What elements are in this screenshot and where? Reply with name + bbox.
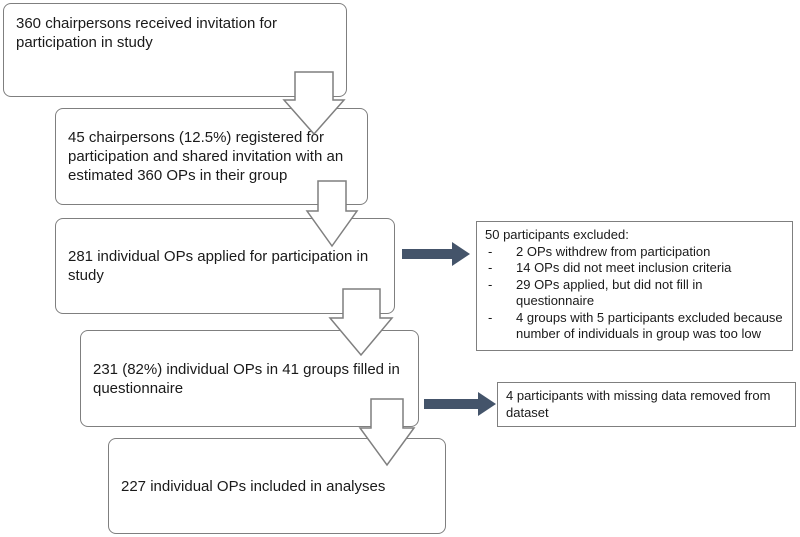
flow-step-invited: 360 chairpersons received invitation for… xyxy=(3,3,347,97)
flow-step-analyzed-text: 227 individual OPs included in analyses xyxy=(121,477,386,495)
flow-step-registered-text: 45 chairpersons (12.5%) registered for p… xyxy=(68,129,344,184)
flow-step-registered: 45 chairpersons (12.5%) registered for p… xyxy=(55,108,368,205)
side-arrow-2 xyxy=(424,392,496,416)
flow-step-questionnaire: 231 (82%) individual OPs in 41 groups fi… xyxy=(80,330,419,427)
flow-step-analyzed: 227 individual OPs included in analyses xyxy=(108,438,446,534)
exclusion-item: 4 groups with 5 participants excluded be… xyxy=(485,310,784,343)
exclusion-box-2: 4 participants with missing data removed… xyxy=(497,382,796,427)
flow-step-invited-text: 360 chairpersons received invitation for… xyxy=(16,15,277,51)
flow-step-applied-text: 281 individual OPs applied for participa… xyxy=(68,248,369,284)
exclusion-2-text: 4 participants with missing data removed… xyxy=(506,388,771,420)
exclusion-item: 14 OPs did not meet inclusion criteria xyxy=(485,260,784,277)
exclusion-box-1: 50 participants excluded: 2 OPs withdrew… xyxy=(476,221,793,351)
exclusion-list: 2 OPs withdrew from participation 14 OPs… xyxy=(485,244,784,343)
exclusion-item: 2 OPs withdrew from participation xyxy=(485,244,784,261)
side-arrow-1 xyxy=(402,242,470,266)
flow-step-questionnaire-text: 231 (82%) individual OPs in 41 groups fi… xyxy=(93,360,400,397)
flow-step-applied: 281 individual OPs applied for participa… xyxy=(55,218,395,314)
exclusion-title: 50 participants excluded: xyxy=(485,227,629,242)
exclusion-item: 29 OPs applied, but did not fill in ques… xyxy=(485,277,784,310)
